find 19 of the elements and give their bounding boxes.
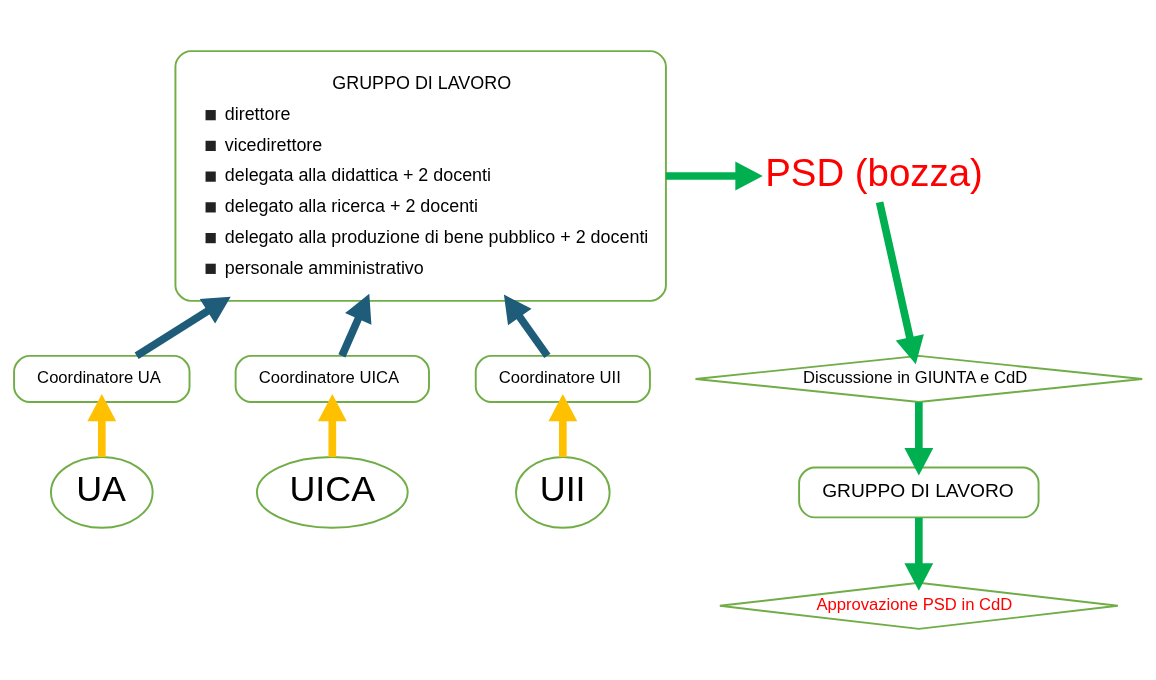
arrow xyxy=(134,296,231,359)
arrow xyxy=(87,393,117,458)
node-diamond: Approvazione PSD in CdD xyxy=(718,581,1119,630)
node-text: PSD (bozza) xyxy=(765,150,983,194)
node-box: GRUPPO DI LAVORO direttore vicedirettore delegata alla didattica + 2 docenti delegato alla ricerca + 2 docenti delegato alla produzione di bene pubblico + 2 docenti personale amministrativo xyxy=(174,50,667,302)
node-box: GRUPPO DI LAVORO xyxy=(798,466,1040,519)
arrow xyxy=(875,201,924,365)
node-ellipse: UICA xyxy=(255,456,409,529)
node-ellipse: UA xyxy=(50,456,154,529)
arrow xyxy=(503,294,551,359)
node-box: Coordinatore UA xyxy=(13,354,191,403)
node-box: Coordinatore UII xyxy=(474,354,651,403)
node-diamond: Discussione in GIUNTA e CdD xyxy=(694,354,1144,403)
arrow xyxy=(548,393,578,458)
arrow xyxy=(317,393,347,458)
node-ellipse: UII xyxy=(515,456,611,529)
arrow xyxy=(338,293,372,358)
arrow xyxy=(665,161,763,191)
node-box: Coordinatore UICA xyxy=(234,354,430,403)
